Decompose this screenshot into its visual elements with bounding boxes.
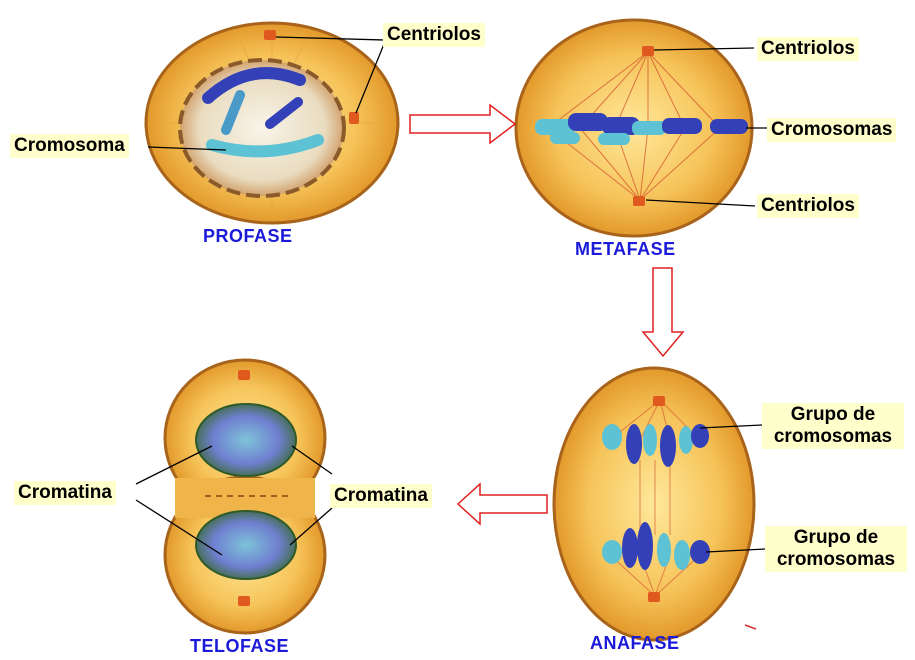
label-metafase-centriolos-bottom: Centriolos	[757, 194, 859, 218]
metafase-centriole-top	[642, 46, 654, 56]
telofase-nucleus-top	[196, 404, 296, 476]
label-telofase-cromatina-right: Cromatina	[330, 484, 432, 508]
telofase-centriole-top	[238, 370, 250, 380]
phase-title-anafase: ANAFASE	[590, 633, 680, 654]
arrow-profase-to-metafase	[410, 105, 515, 143]
label-metafase-centriolos-top: Centriolos	[757, 37, 859, 61]
profase-centriole-top	[264, 30, 276, 40]
label-metafase-cromosomas: Cromosomas	[767, 118, 896, 142]
label-profase-centriolos: Centriolos	[383, 23, 485, 47]
metafase-centriole-bottom	[633, 196, 645, 206]
phase-title-profase: PROFASE	[203, 226, 293, 247]
label-anafase-grupo-bottom-line1: Grupo de	[794, 527, 878, 548]
phase-title-telofase: TELOFASE	[190, 636, 289, 657]
profase-cell	[146, 23, 398, 223]
label-profase-cromosoma: Cromosoma	[10, 134, 129, 158]
label-anafase-grupo-top-line1: Grupo de	[791, 404, 875, 425]
profase-centriole-right	[349, 112, 359, 124]
label-anafase-grupo-top: Grupo de cromosomas	[762, 403, 904, 449]
label-telofase-cromatina-left: Cromatina	[14, 481, 116, 505]
anafase-centriole-bottom	[648, 592, 660, 602]
label-anafase-grupo-top-line2: cromosomas	[774, 426, 892, 447]
phase-title-metafase: METAFASE	[575, 239, 676, 260]
telofase-centriole-bottom	[238, 596, 250, 606]
anafase-centriole-top	[653, 396, 665, 406]
label-anafase-grupo-bottom: Grupo de cromosomas	[765, 526, 907, 572]
arrow-anafase-to-telofase	[458, 484, 547, 524]
label-anafase-grupo-bottom-line2: cromosomas	[777, 549, 895, 570]
telofase-nucleus-bottom	[196, 511, 296, 579]
telofase-cell	[165, 360, 325, 633]
arrow-metafase-to-anafase	[643, 268, 683, 356]
profase-nucleus	[180, 60, 344, 196]
anafase-cell	[554, 368, 754, 640]
